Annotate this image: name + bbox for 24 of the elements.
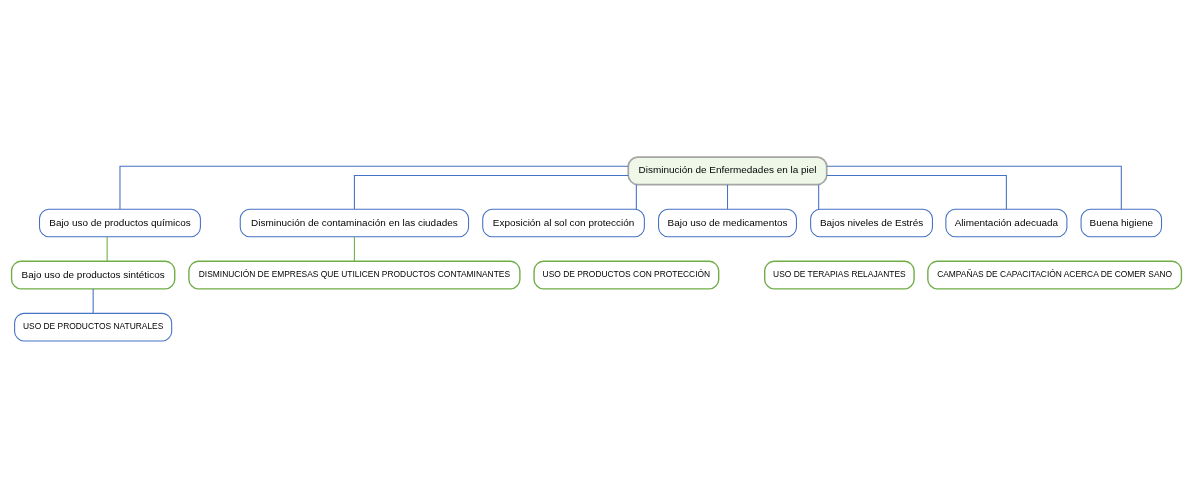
node-box: Bajo uso de productos químicos [39, 208, 201, 238]
node-box: Disminución de Enfermedades en la piel [627, 156, 828, 186]
connector [106, 236, 108, 262]
connector [353, 236, 355, 262]
connector [726, 184, 729, 210]
connector [818, 184, 820, 210]
node-box: Disminución de contaminación en las ciudades [239, 208, 470, 238]
connector [353, 174, 629, 210]
node-box: DISMINUCIÓN DE EMPRESAS QUE UTILICEN PRODUCTOS CONTAMINANTES [188, 260, 521, 290]
node-box: USO DE TERAPIAS RELAJANTES [763, 260, 915, 290]
connector [119, 165, 629, 210]
node-box: Bajos niveles de Estrés [810, 208, 933, 238]
connector [826, 165, 1122, 210]
node-box: Buena higiene [1080, 208, 1163, 238]
connector [635, 184, 637, 210]
node-box: Exposición al sol con protección [482, 208, 645, 238]
node-box: Bajo uso de medicamentos [658, 208, 797, 238]
node-box: USO DE PRODUCTOS NATURALES [14, 312, 173, 342]
node-box: Alimentación adecuada [945, 208, 1068, 238]
node-box: Bajo uso de productos sintéticos [10, 260, 176, 290]
node-box: CAMPAÑAS DE CAPACITACIÓN ACERCA DE COMER SANO [927, 260, 1183, 290]
connector [92, 288, 94, 314]
connector [826, 174, 1007, 210]
node-box: USO DE PRODUCTOS CON PROTECCIÓN [533, 260, 720, 290]
